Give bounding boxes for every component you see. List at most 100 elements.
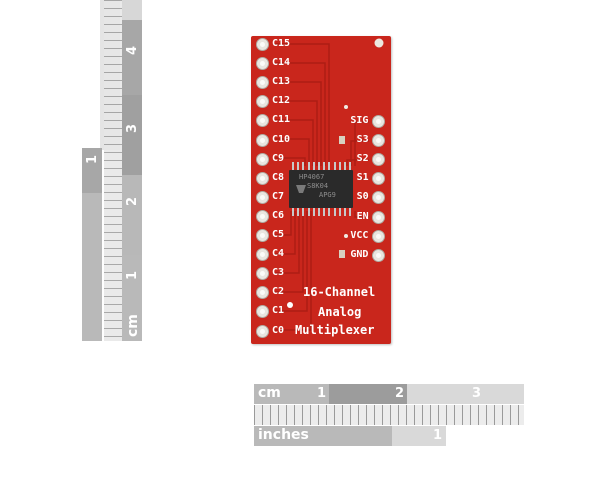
chip-marking: APG9 [319,191,336,199]
ruler-label-inches: inches [85,437,101,488]
mux-chip: HP4067 S8K04 APG9 [289,170,353,208]
pin-pad-c8 [256,171,269,185]
pin-label-c12: C12 [272,95,291,107]
ruler-segment [329,384,407,404]
pin-label-c2: C2 [272,286,285,298]
pin-pad-c2 [256,286,269,300]
ruler-segment [82,148,102,193]
chip-leg [349,208,352,216]
pin-label-s0: S0 [356,191,369,203]
ruler-label-cm: cm [258,385,281,401]
chip-leg [344,208,346,216]
pin-pad-vcc [372,229,385,243]
chip-leg [349,162,352,170]
pin-pad-c6 [256,209,269,223]
pin-pad-c3 [256,267,269,281]
pin-pad-s0 [372,191,385,205]
pin-label-s2: S2 [356,153,369,165]
chip-leg [338,162,341,170]
pin-label-c1: C1 [272,305,285,317]
pin-label-c0: C0 [272,324,285,336]
vertical-inches-ruler: 1 inches [82,148,102,488]
chip-leg [328,162,331,170]
horizontal-cm-ruler: cm 1 2 3 [254,384,524,404]
pin-label-c15: C15 [272,38,291,49]
chip-leg [292,208,294,216]
chip-leg [307,208,310,216]
ruler-number: 4 [125,45,140,55]
ti-logo-icon [296,185,306,193]
pin-label-c4: C4 [272,248,285,260]
pcb-traces [273,38,384,331]
ruler-number: 3 [472,386,482,401]
pin-label-c6: C6 [272,209,285,221]
chip-leg [323,208,326,216]
horizontal-ticks [254,405,524,425]
pin-label-c11: C11 [272,114,291,126]
pin-label-c9: C9 [272,152,285,164]
pin-pad-s1 [372,172,385,186]
pin-pad-c14 [256,57,269,71]
chip-leg [318,162,320,170]
ruler-number: 1 [85,154,100,164]
pin-label-c14: C14 [272,57,291,69]
pin-pad-c9 [256,152,269,166]
pin-label-c13: C13 [272,76,291,88]
ruler-number: 1 [317,386,327,401]
ruler-number: 1 [433,428,443,443]
pin-pad-gnd [372,248,385,262]
chip-leg [302,208,305,216]
pin-label-c7: C7 [272,190,285,202]
pin1-marker-icon [287,302,293,308]
horizontal-inches-ruler: inches 1 [254,426,446,446]
pin-label-s1: S1 [356,172,369,184]
ruler-number: 2 [125,196,140,206]
board-title-line3: Multiplexer [295,323,375,337]
via-icon [344,234,348,238]
pin-pad-c15 [256,38,269,51]
pin-pad-c11 [256,114,269,128]
chip-leg [338,208,341,216]
pin-label-s3: S3 [356,134,369,146]
pin-pad-c0 [256,324,269,338]
chip-leg [297,208,300,216]
pin-pad-s3 [372,134,385,148]
pin-pad-c1 [256,305,269,319]
mounting-hole-icon [374,38,384,48]
pin-pad-s2 [372,153,385,167]
chip-leg [307,162,310,170]
pin-pad-c4 [256,248,269,262]
pin-pad-c7 [256,190,269,204]
pin-pad-en [372,210,385,224]
board-title-line2: Analog [318,305,362,319]
pin-label-c3: C3 [272,267,285,279]
pin-label-vcc: VCC [350,229,369,241]
pin-label-c8: C8 [272,171,285,183]
ruler-segment [122,0,142,20]
ruler-segment [122,175,142,255]
resistor-icon [339,136,345,144]
ruler-label-cm: cm [125,314,141,337]
chip-leg [312,162,315,170]
pin-label-c5: C5 [272,229,285,240]
pin-label-gnd: GND [350,248,369,260]
chip-marking: S8K04 [307,182,329,190]
chip-leg [302,162,305,170]
chip-leg [318,208,320,216]
board-title-line1: 16-Channel [303,285,376,299]
ruler-number: 1 [125,270,140,280]
chip-leg [323,162,326,170]
pin-label-en: EN [356,210,369,222]
ruler-segment [407,384,524,404]
chip-leg [333,162,336,170]
chip-leg [344,162,346,170]
ruler-segment [122,95,142,175]
pin-pad-c5 [256,229,269,242]
ruler-number: 2 [395,386,405,401]
pin-label-c10: C10 [272,133,291,145]
chip-leg [312,208,315,216]
ruler-number: 3 [125,123,140,133]
ruler-segment [122,20,142,95]
pin-pad-sig [372,115,385,128]
pin-pad-c12 [256,95,269,109]
